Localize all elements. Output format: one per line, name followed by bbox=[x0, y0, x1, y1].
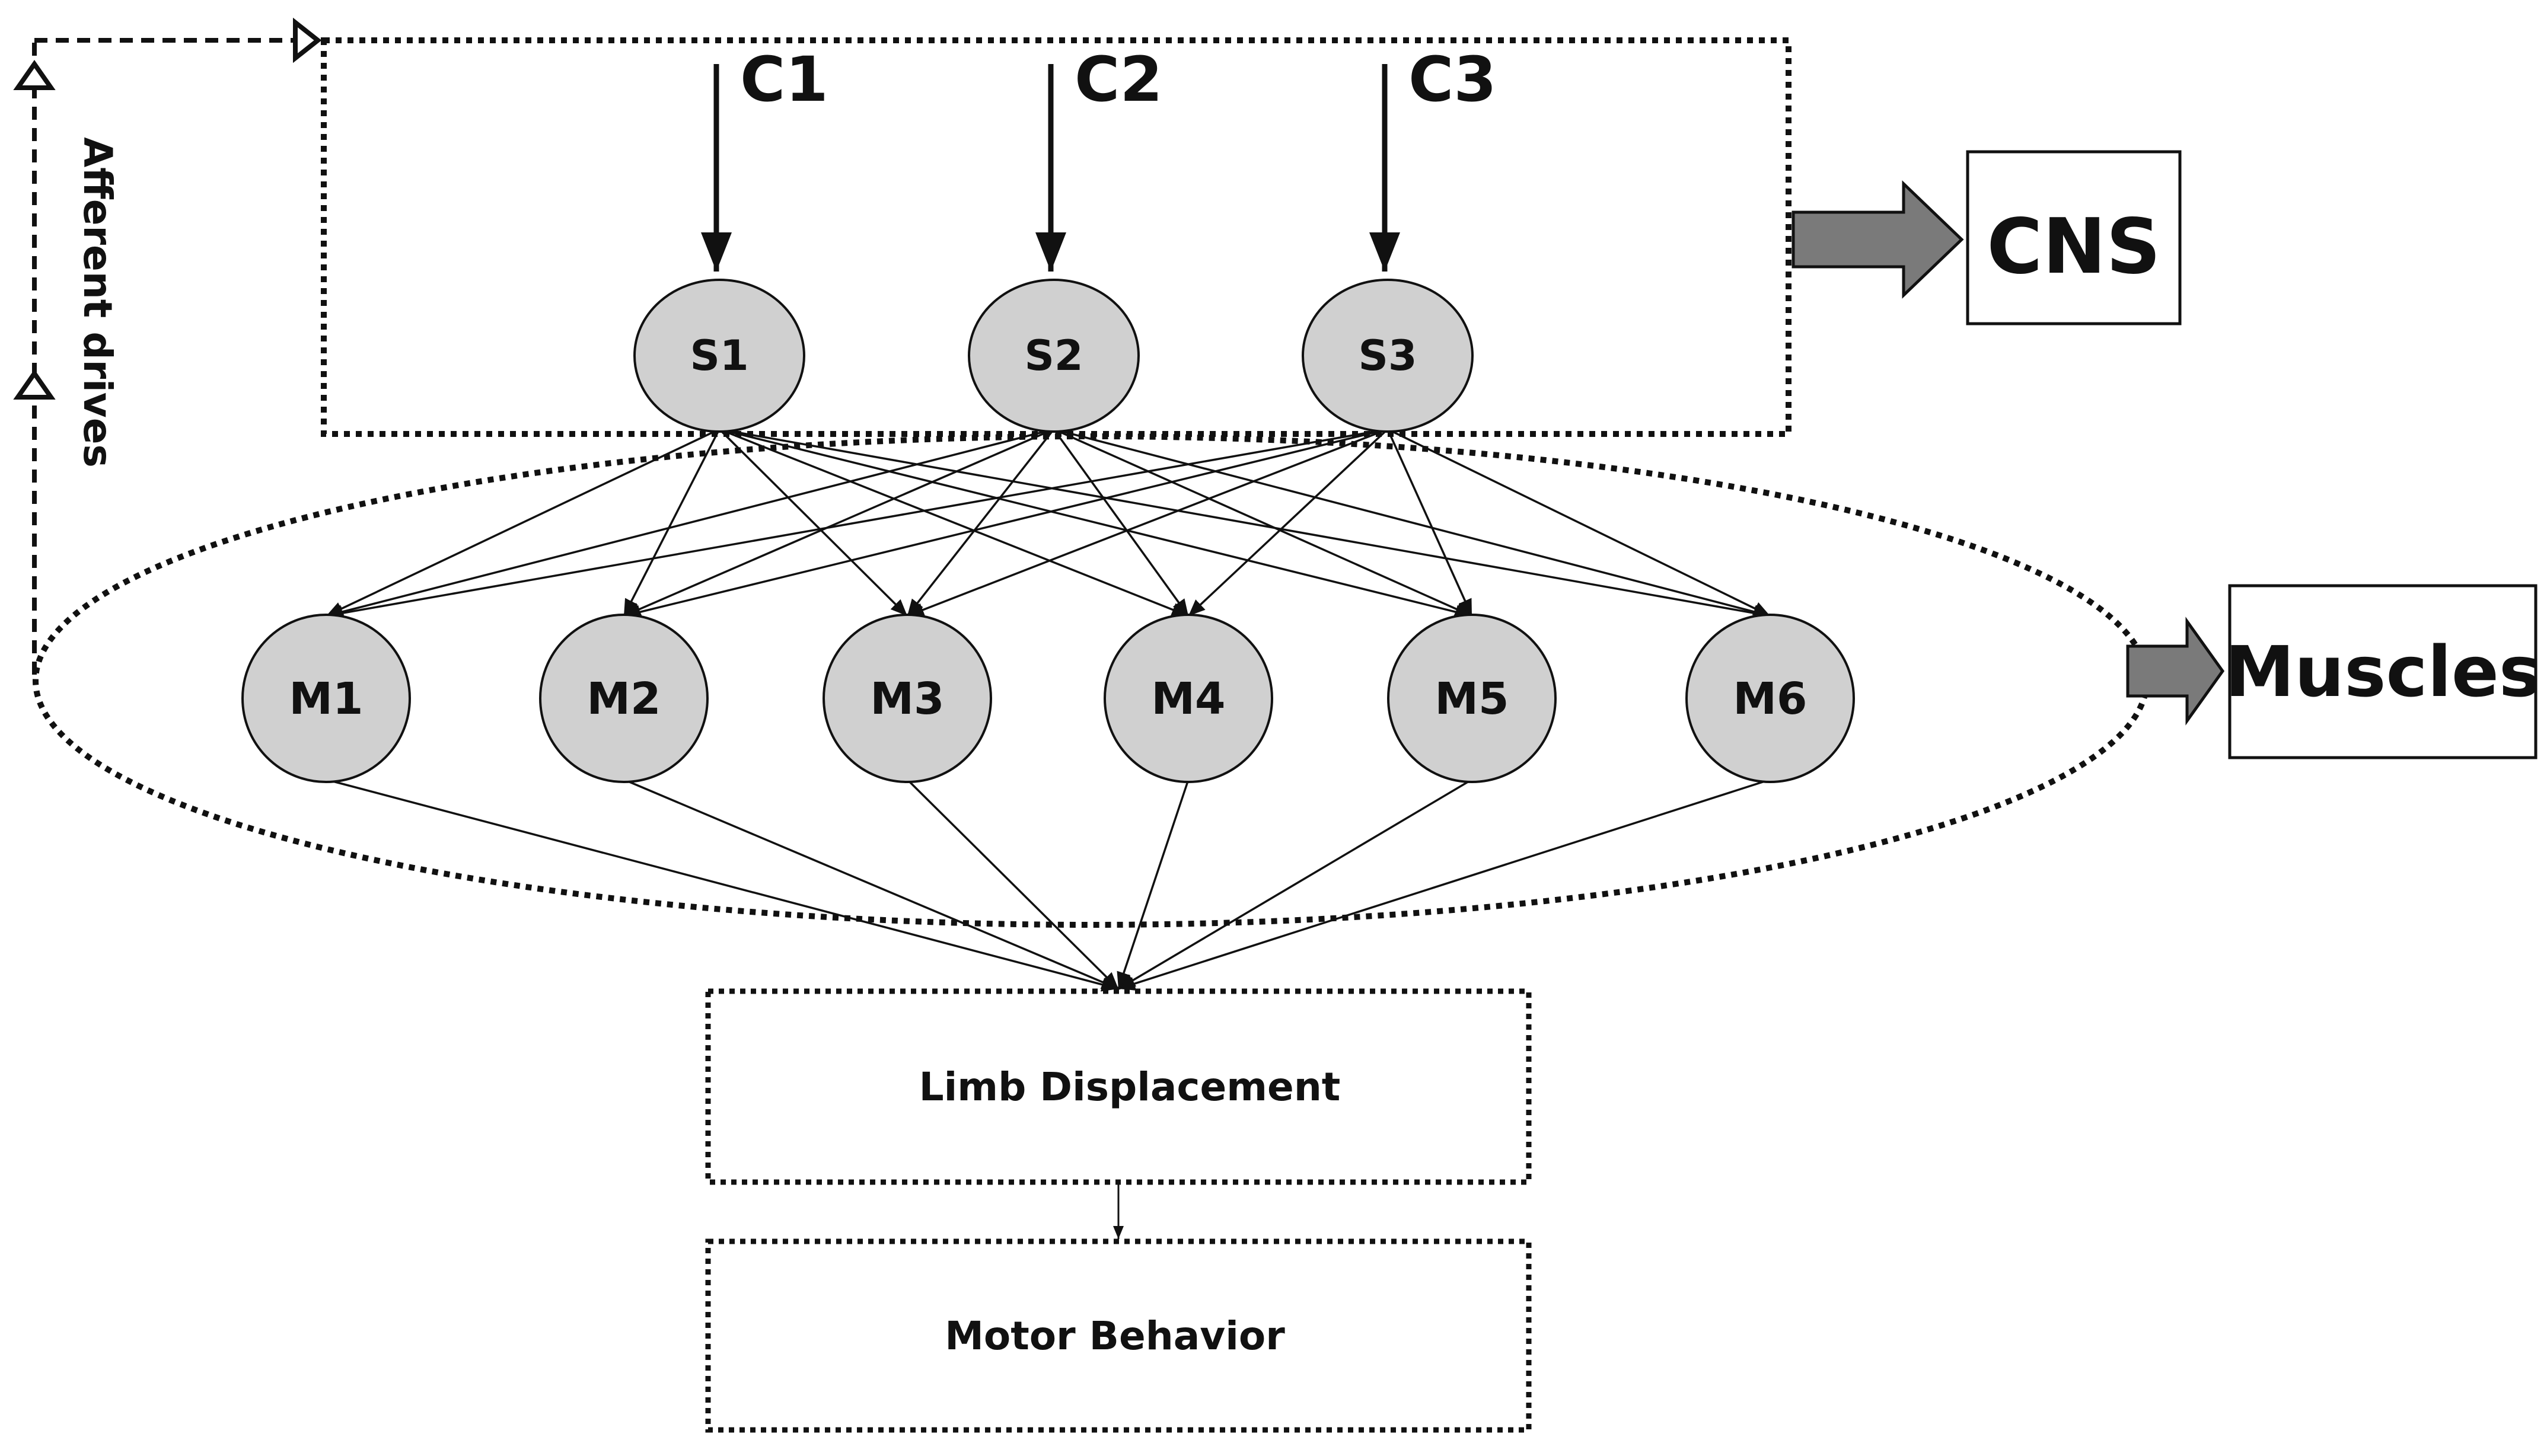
edge-s1-m3 bbox=[718, 428, 908, 617]
afferent-drives-label: Afferent drives bbox=[75, 137, 120, 468]
synergy-node-s1: S1 bbox=[633, 279, 805, 433]
muscle-nodes: M1 M2 M3 M4 M5 M6 bbox=[241, 614, 1855, 783]
edge-m4-limb bbox=[1117, 779, 1190, 989]
muscles-block-arrow-icon bbox=[2126, 617, 2225, 726]
muscle-label: M6 bbox=[1733, 673, 1807, 724]
edge-s3-m4 bbox=[1187, 428, 1389, 617]
edge-s3-m5 bbox=[1386, 429, 1473, 617]
muscles-label: Muscles bbox=[2225, 631, 2540, 713]
cns-label-box bbox=[1966, 150, 2182, 325]
edge-m6-limb bbox=[1118, 778, 1771, 991]
input-label-c3: C3 bbox=[1408, 43, 1497, 116]
feedback-up-arrowhead-icon bbox=[13, 369, 56, 400]
edge-s3-m6 bbox=[1387, 428, 1771, 617]
edge-m5-limb bbox=[1118, 778, 1472, 990]
edge-s1-m4 bbox=[719, 428, 1189, 617]
synergy-node-s3: S3 bbox=[1302, 279, 1474, 433]
edge-s1-m1 bbox=[326, 428, 720, 617]
muscle-label: M4 bbox=[1151, 673, 1225, 724]
edge-s2-m4 bbox=[1053, 428, 1190, 617]
edge-s2-m5 bbox=[1053, 428, 1472, 617]
input-label-c2: C2 bbox=[1075, 43, 1163, 116]
muscle-label: M2 bbox=[586, 673, 661, 724]
synergy-node-s2: S2 bbox=[968, 279, 1140, 433]
edge-m1-limb bbox=[326, 778, 1119, 992]
synergy-nodes: S1 S2 S3 bbox=[633, 279, 1474, 433]
muscle-label: M1 bbox=[289, 673, 363, 724]
cns-block-arrow-icon bbox=[1791, 180, 1964, 299]
edge-s3-m2 bbox=[623, 428, 1388, 620]
muscle-node-m6: M6 bbox=[1685, 614, 1855, 783]
muscles-label-box bbox=[2228, 584, 2538, 759]
motor-behavior-box bbox=[705, 1238, 1532, 1433]
input-label-c1: C1 bbox=[740, 43, 828, 116]
edge-s1-m2 bbox=[623, 429, 721, 617]
edge-m3-limb bbox=[906, 778, 1120, 990]
edge-s2-m3 bbox=[906, 428, 1055, 617]
muscle-node-m5: M5 bbox=[1387, 614, 1557, 783]
muscle-node-m2: M2 bbox=[539, 614, 709, 783]
motor-behavior-label: Motor Behavior bbox=[945, 1313, 1285, 1359]
muscle-node-m4: M4 bbox=[1104, 614, 1273, 783]
muscle-label: M5 bbox=[1435, 673, 1509, 724]
synergy-label: S1 bbox=[690, 331, 748, 380]
edge-s1-m6 bbox=[719, 428, 1771, 620]
edge-s2-m1 bbox=[326, 428, 1054, 619]
edge-s2-m2 bbox=[623, 428, 1054, 617]
limb-displacement-label: Limb Displacement bbox=[919, 1064, 1341, 1110]
muscle-node-m3: M3 bbox=[823, 614, 992, 783]
edge-s1-m5 bbox=[719, 428, 1472, 619]
afferent-feedback-path: Afferent drives bbox=[13, 17, 322, 675]
synergy-label: S3 bbox=[1358, 331, 1417, 380]
limb-displacement-box bbox=[705, 988, 1532, 1185]
cns-label: CNS bbox=[1987, 203, 2160, 291]
muscle-node-m1: M1 bbox=[241, 614, 411, 783]
feedback-up-arrowhead-icon bbox=[13, 60, 56, 90]
feedback-arrowhead-icon bbox=[293, 17, 322, 63]
edge-s3-m1 bbox=[326, 428, 1388, 620]
edge-s3-m3 bbox=[907, 428, 1388, 617]
synergy-label: S2 bbox=[1024, 331, 1083, 380]
edge-m2-limb bbox=[623, 778, 1119, 990]
connections bbox=[326, 428, 1771, 992]
edge-s2-m6 bbox=[1053, 428, 1771, 619]
input-commands: C1 C2 C3 bbox=[701, 43, 1497, 272]
muscle-label: M3 bbox=[870, 673, 944, 724]
